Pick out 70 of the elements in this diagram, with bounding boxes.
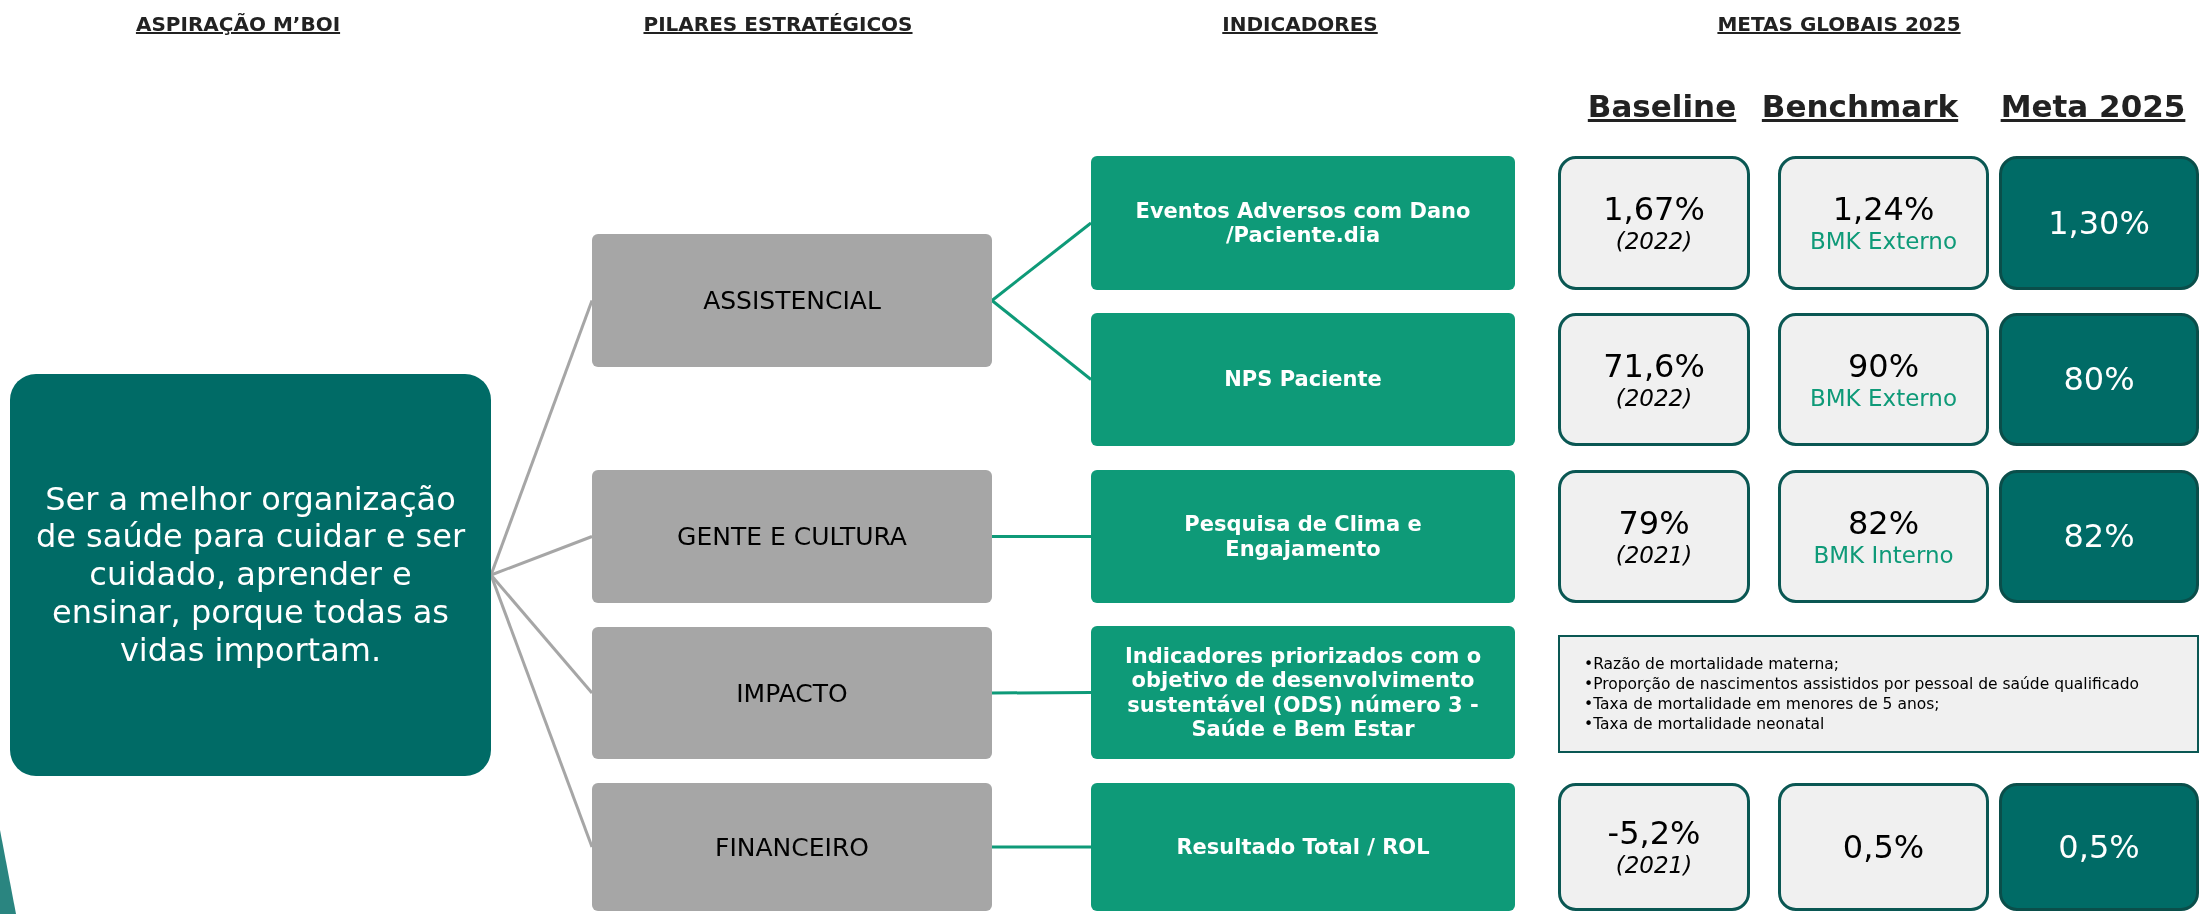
connector-line — [991, 221, 1092, 302]
value-text: 80% — [2063, 360, 2135, 399]
benchmark-card — [1778, 470, 1989, 603]
baseline-card — [1558, 470, 1750, 603]
value-text: 82% — [1847, 503, 1920, 542]
value-text: 71,6% — [1603, 346, 1705, 385]
benchmark-source: BMK Externo — [1810, 228, 1957, 256]
bullet-item: •Razão de mortalidade materna; — [1584, 653, 1840, 674]
target-card — [1999, 156, 2199, 290]
baseline-card — [1558, 313, 1750, 446]
value-text: 1,30% — [2048, 203, 2150, 243]
indicator-label: Eventos Adversos com Dano /Paciente.dia — [1134, 198, 1472, 248]
connector-line — [490, 535, 593, 577]
column-heading: Benchmark — [1761, 88, 1959, 124]
target-card — [1999, 783, 2199, 911]
baseline-card — [1558, 783, 1750, 911]
pillar-label: ASSISTENCIAL — [703, 286, 881, 315]
pillar-label: IMPACTO — [736, 678, 848, 708]
indicator-label: Indicadores priorizados com o objetivo de desenvolvimento sustentável (ODS) número 3 - Saúde e Bem Estar — [1123, 644, 1483, 741]
indicator-box — [1091, 470, 1515, 603]
benchmark-card — [1778, 313, 1989, 446]
column-heading: Meta 2025 — [2000, 88, 2186, 124]
year-note: (2022) — [1615, 228, 1693, 256]
indicator-label: Resultado Total / ROL — [1176, 834, 1430, 860]
aspiration-text: Ser a melhor organização de saúde para cuidar e ser cuidado, aprender e ensinar, porque todas as vidas importam. — [34, 480, 467, 670]
pillar-box — [592, 470, 992, 603]
indicator-box — [1091, 313, 1515, 446]
column-heading: METAS GLOBAIS 2025 — [1717, 12, 1961, 36]
year-note: (2021) — [1615, 541, 1693, 570]
column-heading: PILARES ESTRATÉGICOS — [643, 12, 913, 36]
indicator-list-box — [1558, 635, 2199, 753]
column-heading: INDICADORES — [1222, 12, 1378, 36]
pillar-box — [592, 783, 992, 911]
column-heading: ASPIRAÇÃO M’BOI — [135, 12, 341, 36]
connector-line — [992, 845, 1091, 849]
value-text: -5,2% — [1607, 814, 1701, 853]
bullet-item: •Taxa de mortalidade neonatal — [1584, 714, 1825, 735]
bullet-item: •Taxa de mortalidade em menores de 5 anos; — [1584, 694, 1940, 715]
indicator-box — [1091, 783, 1515, 911]
indicator-box — [1091, 156, 1515, 290]
connector-line — [992, 691, 1091, 695]
value-text: 0,5% — [1842, 827, 1925, 867]
value-text: 82% — [2063, 517, 2135, 556]
pillar-box — [592, 234, 992, 367]
indicator-label: Pesquisa de Clima e Engajamento — [1183, 512, 1423, 561]
pillar-label: FINANCEIRO — [715, 832, 869, 862]
target-card — [1999, 470, 2199, 603]
value-text: 79% — [1618, 503, 1690, 542]
bullet-item: •Proporção de nascimentos assistidos por pessoal de saúde qualificado — [1584, 673, 2140, 694]
connector-line — [489, 300, 594, 576]
year-note: (2021) — [1615, 852, 1693, 880]
benchmark-card — [1778, 156, 1989, 290]
connector-line — [991, 299, 1092, 381]
benchmark-card — [1778, 783, 1989, 911]
benchmark-source: BMK Externo — [1810, 384, 1957, 413]
indicator-label: NPS Paciente — [1224, 367, 1382, 392]
value-text: 0,5% — [2058, 827, 2140, 867]
benchmark-source: BMK Interno — [1813, 541, 1954, 570]
column-heading: Baseline — [1587, 88, 1737, 124]
connector-line — [992, 535, 1091, 538]
pillar-box — [592, 627, 992, 759]
pillar-label: GENTE E CULTURA — [677, 522, 907, 551]
value-text: 1,67% — [1603, 190, 1705, 229]
target-card — [1999, 313, 2199, 446]
baseline-card — [1558, 156, 1750, 290]
indicator-box — [1091, 626, 1515, 759]
value-text: 90% — [1847, 346, 1920, 385]
aspiration-box — [10, 374, 491, 776]
year-note: (2022) — [1615, 384, 1693, 413]
value-text: 1,24% — [1832, 190, 1935, 229]
